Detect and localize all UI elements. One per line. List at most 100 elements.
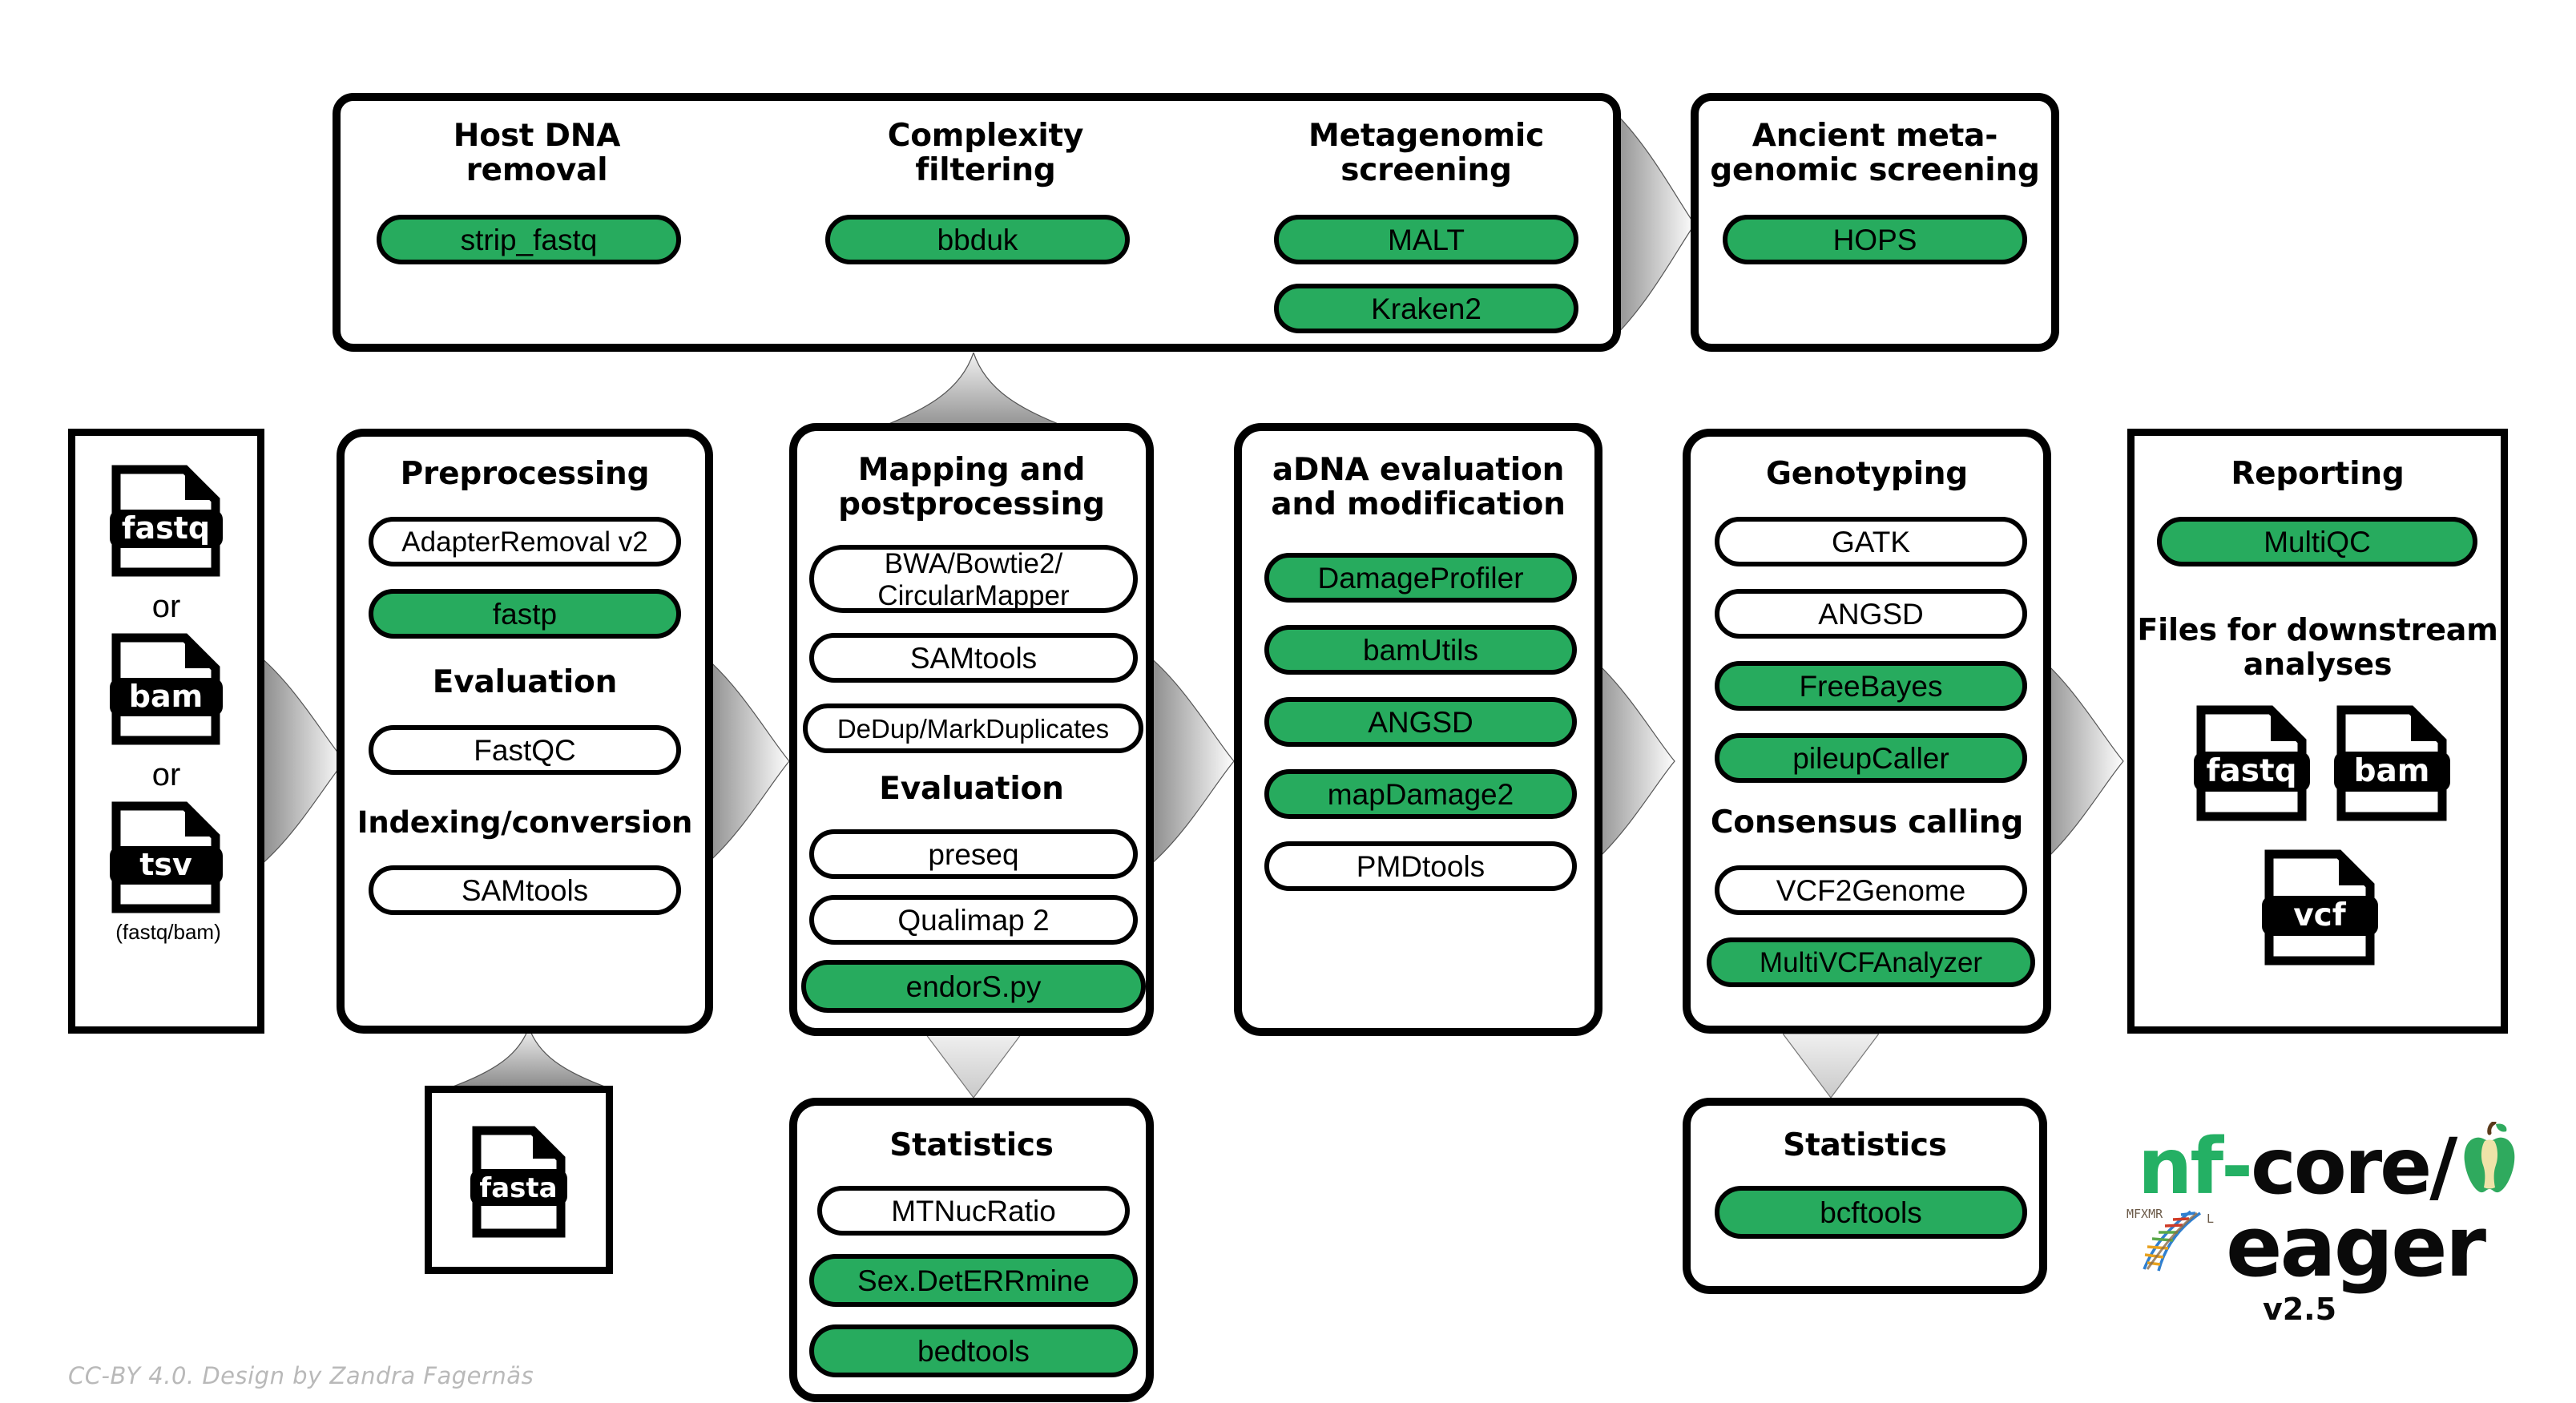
tool-damageprofiler[interactable]: DamageProfiler xyxy=(1264,553,1577,603)
host-dna-removal-heading-line1: Host DNA xyxy=(453,118,621,154)
tool-pileupcaller[interactable]: pileupCaller xyxy=(1715,733,2027,783)
arrow-input-to-preprocessing xyxy=(260,657,349,865)
input-note-label: (fastq/bam) xyxy=(115,920,221,944)
tool-dedup-markduplicates[interactable]: DeDup/MarkDuplicates xyxy=(803,704,1143,753)
adna-heading: aDNA evaluation and modification xyxy=(1236,453,1601,522)
tool-bamutils[interactable]: bamUtils xyxy=(1264,625,1577,675)
input-or-label-1: or xyxy=(151,589,181,624)
logo-nf-text: nf xyxy=(2138,1121,2223,1211)
tool-freebayes[interactable]: FreeBayes xyxy=(1715,661,2027,711)
arrow-genotyping-to-statistics xyxy=(1783,1034,1879,1098)
preprocessing-indexing-subheading: Indexing/conversion xyxy=(357,805,693,840)
arrow-mapping-to-screening xyxy=(865,353,1082,433)
tool-preseq[interactable]: preseq xyxy=(809,829,1138,879)
arrow-mapping-to-adna xyxy=(1150,657,1238,865)
tool-bwa-line1: BWA/Bowtie2/ xyxy=(884,547,1063,579)
mapping-heading-line1: Mapping and xyxy=(857,452,1086,488)
tool-vcf2genome[interactable]: VCF2Genome xyxy=(1715,865,2027,915)
tool-endors-py[interactable]: endorS.py xyxy=(801,960,1146,1013)
logo-bottom-row: MFXMR L eager xyxy=(2123,1195,2524,1296)
preprocessing-evaluation-subheading: Evaluation xyxy=(432,664,618,700)
host-dna-removal-heading-line2: removal xyxy=(466,152,608,188)
arrow-mapping-to-statistics xyxy=(925,1034,1022,1098)
tool-kraken2[interactable]: Kraken2 xyxy=(1274,284,1578,333)
svg-text:fasta: fasta xyxy=(479,1172,557,1204)
svg-text:L: L xyxy=(2207,1211,2214,1226)
tool-qualimap-2[interactable]: Qualimap 2 xyxy=(809,895,1138,945)
file-icon-tsv-input: tsv xyxy=(108,801,224,913)
svg-text:MFXMR: MFXMR xyxy=(2127,1207,2163,1221)
file-icon-fastq-input: fastq xyxy=(108,465,224,577)
complexity-filtering-heading-line2: filtering xyxy=(915,152,1056,188)
file-icon-bam-input: bam xyxy=(108,633,224,745)
ancient-screening-heading-line1: Ancient meta- xyxy=(1752,118,1998,154)
logo-core-text: core/ xyxy=(2250,1121,2457,1211)
tool-strip-fastq[interactable]: strip_fastq xyxy=(377,215,681,264)
tool-bcftools[interactable]: bcftools xyxy=(1715,1186,2027,1239)
tool-angsd-genotyping[interactable]: ANGSD xyxy=(1715,589,2027,639)
nf-core-eager-logo: nf - core/ MFXMR L xyxy=(2123,1120,2524,1338)
tool-fastp[interactable]: fastp xyxy=(369,589,681,639)
file-icon-bam-output: bam xyxy=(2332,705,2452,821)
dna-helix-icon: MFXMR L xyxy=(2123,1195,2226,1276)
svg-text:vcf: vcf xyxy=(2293,897,2347,933)
arrow-genotyping-to-reporting xyxy=(2039,657,2127,865)
metagenomic-screening-heading-line2: screening xyxy=(1340,152,1512,188)
downstream-files-heading: Files for downstream analyses xyxy=(2129,613,2506,682)
file-icon-fastq-output: fastq xyxy=(2191,705,2312,821)
complexity-filtering-heading-line1: Complexity xyxy=(887,118,1084,154)
tool-hops[interactable]: HOPS xyxy=(1723,215,2027,264)
tool-samtools-mapping[interactable]: SAMtools xyxy=(809,633,1138,683)
mapping-evaluation-subheading: Evaluation xyxy=(879,771,1064,807)
svg-text:tsv: tsv xyxy=(139,847,192,882)
credit-text: CC-BY 4.0. Design by Zandra Fagernäs xyxy=(68,1362,534,1389)
arrow-reference-to-preprocessing xyxy=(449,1027,609,1088)
consensus-calling-subheading: Consensus calling xyxy=(1710,804,2024,841)
statistics-mapping-heading: Statistics xyxy=(889,1127,1054,1163)
tool-mtnucratio[interactable]: MTNucRatio xyxy=(817,1186,1130,1236)
adna-heading-line1: aDNA evaluation xyxy=(1272,452,1565,488)
logo-top-row: nf - core/ xyxy=(2123,1120,2524,1211)
tool-adapterremoval-v2[interactable]: AdapterRemoval v2 xyxy=(369,517,681,566)
svg-text:bam: bam xyxy=(2354,753,2430,789)
statistics-genotyping-heading: Statistics xyxy=(1783,1127,1947,1163)
input-or-label-2: or xyxy=(151,757,181,792)
mapping-heading-line2: postprocessing xyxy=(838,486,1105,522)
host-dna-removal-heading: Host DNA removal xyxy=(369,119,705,187)
tool-angsd-adna[interactable]: ANGSD xyxy=(1264,697,1577,747)
logo-version-text: v2.5 xyxy=(2262,1292,2337,1327)
mapping-heading: Mapping and postprocessing xyxy=(793,453,1150,522)
tool-multivcfanalyzer[interactable]: MultiVCFAnalyzer xyxy=(1707,937,2035,987)
tool-bedtools[interactable]: bedtools xyxy=(809,1324,1138,1377)
downstream-files-heading-line1: Files for downstream xyxy=(2137,612,2498,647)
tool-mapdamage2[interactable]: mapDamage2 xyxy=(1264,769,1577,819)
file-icon-vcf-output: vcf xyxy=(2260,849,2380,966)
apple-core-icon xyxy=(2461,1120,2518,1199)
downstream-files-heading-line2: analyses xyxy=(2243,647,2393,682)
metagenomic-screening-heading: Metagenomic screening xyxy=(1258,119,1594,187)
tool-bwa-line2: CircularMapper xyxy=(877,579,1070,611)
tool-samtools-preprocessing[interactable]: SAMtools xyxy=(369,865,681,915)
tool-malt[interactable]: MALT xyxy=(1274,215,1578,264)
svg-text:bam: bam xyxy=(129,679,203,714)
arrow-screening-to-ancient xyxy=(1611,108,1699,341)
logo-eager-text: eager xyxy=(2226,1198,2486,1296)
genotyping-heading: Genotyping xyxy=(1765,456,1969,492)
tool-sex-deterrmine[interactable]: Sex.DetERRmine xyxy=(809,1254,1138,1307)
arrow-preprocessing-to-mapping xyxy=(705,657,793,865)
svg-text:fastq: fastq xyxy=(2206,753,2296,789)
tool-multiqc[interactable]: MultiQC xyxy=(2157,517,2477,566)
tool-gatk[interactable]: GATK xyxy=(1715,517,2027,566)
tool-bwa-bowtie2-circularmapper[interactable]: BWA/Bowtie2/ CircularMapper xyxy=(809,545,1138,613)
reporting-heading: Reporting xyxy=(2231,456,2405,492)
preprocessing-heading: Preprocessing xyxy=(400,456,650,492)
tool-fastqc[interactable]: FastQC xyxy=(369,725,681,775)
file-icon-fasta-reference: fasta xyxy=(469,1126,569,1238)
logo-dash-text: - xyxy=(2221,1121,2253,1211)
tool-bbduk[interactable]: bbduk xyxy=(825,215,1130,264)
metagenomic-screening-heading-line1: Metagenomic xyxy=(1308,118,1545,154)
ancient-screening-heading: Ancient meta- genomic screening xyxy=(1695,119,2055,187)
arrow-adna-to-genotyping xyxy=(1590,657,1679,865)
tool-pmdtools[interactable]: PMDtools xyxy=(1264,841,1577,891)
